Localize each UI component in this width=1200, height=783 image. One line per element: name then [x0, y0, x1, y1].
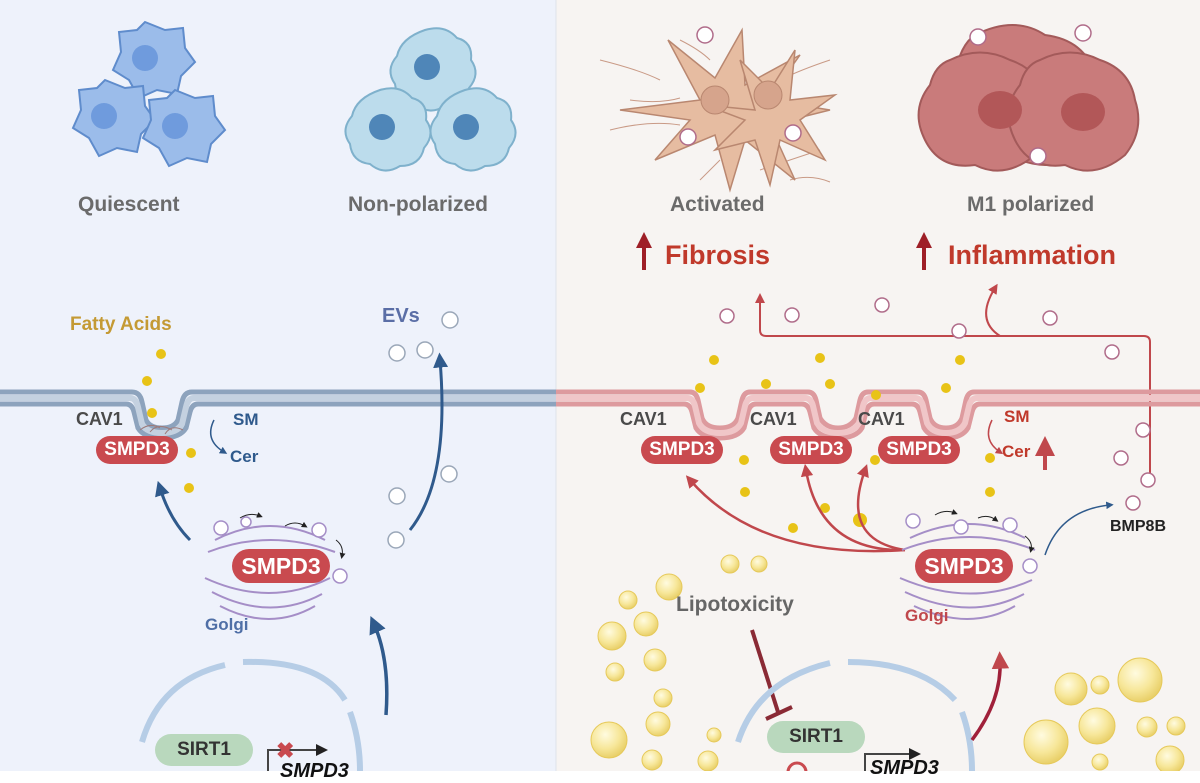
smpd3-membrane-right-1: SMPD3: [641, 436, 723, 464]
label-cav1-right-2: CAV1: [750, 409, 797, 429]
label-activated: Activated: [670, 193, 765, 216]
label-inflammation: Inflammation: [948, 240, 1117, 270]
bmp8b-secretion-arrow: [1044, 501, 1114, 556]
label-m1-polarized: M1 polarized: [967, 193, 1095, 216]
smpd3-membrane-right-3: SMPD3: [878, 436, 960, 464]
upregulation-dot-icon: [786, 761, 808, 771]
secretion-to-inflammation-arrow: [985, 283, 1001, 337]
ev-vesicles-activated: [679, 26, 802, 146]
label-non-polarized: Non-polarized: [348, 193, 488, 216]
nucleus-to-golgi-arrow-right: [970, 651, 1010, 742]
blocked-cross-icon: ✖: [276, 738, 294, 763]
sm-cer-arrow-right: [987, 419, 1004, 455]
fatty-acid-dots-right: [695, 353, 995, 533]
activated-stellate-cells-icon: [599, 27, 838, 193]
smpd3-golgi-right: SMPD3: [915, 549, 1013, 583]
fatty-acid-dots-left: [142, 349, 196, 493]
sm-cer-arrow-left: [209, 419, 228, 454]
smpd3-membrane-left: SMPD3: [96, 436, 178, 464]
sirt1-left: SIRT1: [155, 734, 253, 766]
label-bmp8b: BMP8B: [1110, 518, 1167, 535]
golgi-to-membrane-arrow-left: [155, 480, 192, 542]
label-lipotoxicity: Lipotoxicity: [676, 593, 794, 616]
gene-smpd3-left: SMPD3: [280, 760, 349, 782]
golgi-right-icon: [899, 523, 1036, 620]
smpd3-golgi-left: SMPD3: [232, 549, 330, 583]
label-cav1-left: CAV1: [76, 409, 123, 429]
ev-vesicles-m1: [969, 24, 1092, 165]
label-cav1-right-3: CAV1: [858, 409, 905, 429]
label-sm-left: SM: [233, 410, 259, 429]
label-fatty-acids: Fatty Acids: [70, 314, 172, 335]
label-golgi-right: Golgi: [905, 606, 949, 625]
sirt1-right: SIRT1: [767, 721, 865, 753]
increase-arrows: [636, 232, 932, 270]
label-quiescent: Quiescent: [78, 193, 180, 216]
label-evs: EVs: [382, 305, 420, 327]
label-cer-right: Cer: [1002, 442, 1031, 461]
smpd3-membrane-right-2: SMPD3: [770, 436, 852, 464]
nucleus-right: [735, 659, 975, 771]
lipotoxicity-inhibition-line: [750, 629, 780, 713]
label-golgi-left: Golgi: [205, 615, 249, 634]
nucleus-left: [139, 658, 363, 771]
label-cav1-right-1: CAV1: [620, 409, 667, 429]
label-cer-left: Cer: [230, 447, 259, 466]
nucleus-to-golgi-arrow-left: [369, 616, 389, 716]
label-fibrosis: Fibrosis: [665, 240, 771, 270]
non-polarized-macrophages-icon: [344, 27, 517, 172]
label-sm-right: SM: [1004, 407, 1030, 426]
ev-secretion-arrow: [408, 352, 449, 531]
ev-vesicles-right: [719, 297, 1156, 511]
ev-vesicles-left: [387, 311, 459, 549]
lipid-droplets: [590, 554, 1186, 771]
gene-smpd3-right: SMPD3: [870, 757, 939, 779]
golgi-to-membrane-arrows-right: [685, 463, 906, 553]
